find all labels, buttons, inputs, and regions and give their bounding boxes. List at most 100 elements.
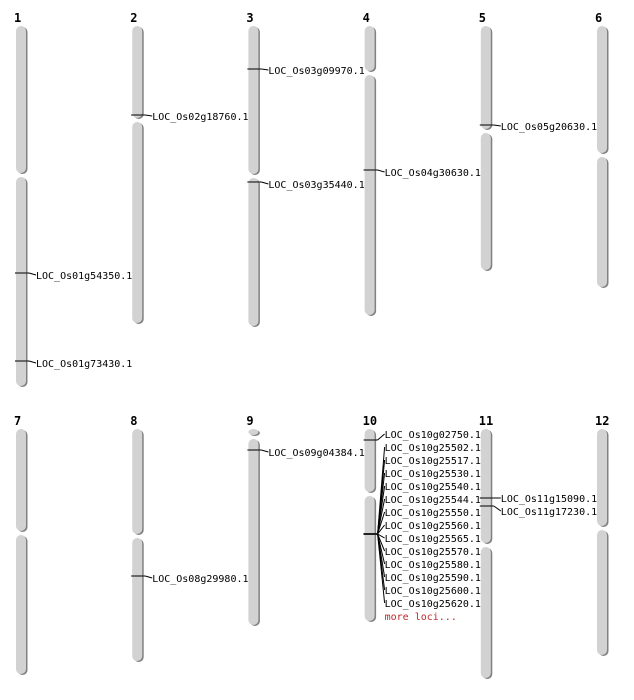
chromosome-short-arm — [364, 26, 375, 71]
locus-marker[interactable]: LOC_Os05g20630.1 — [479, 122, 597, 133]
chromosome-long-arm — [248, 439, 259, 625]
locus-label[interactable]: LOC_Os10g25590.1 — [385, 573, 481, 584]
chromosome-short-arm — [248, 26, 259, 174]
marker-connector — [377, 498, 386, 535]
locus-label[interactable]: LOC_Os10g25517.1 — [385, 456, 481, 467]
locus-marker[interactable]: LOC_Os03g35440.1 — [247, 180, 365, 191]
locus-label[interactable]: LOC_Os09g04384.1 — [268, 448, 364, 459]
locus-label[interactable]: LOC_Os04g30630.1 — [385, 168, 481, 179]
locus-marker[interactable]: LOC_Os09g04384.1 — [247, 448, 365, 459]
chromosome-long-arm — [480, 547, 491, 678]
locus-label[interactable]: LOC_Os10g25580.1 — [385, 560, 481, 571]
chromosome-8[interactable]: 8 — [130, 414, 144, 662]
locus-label[interactable]: LOC_Os10g25544.1 — [385, 495, 481, 506]
chromosome-short-arm — [480, 26, 491, 129]
chromosome-number: 7 — [14, 414, 21, 428]
marker-connector — [377, 511, 386, 535]
locus-label[interactable]: LOC_Os01g73430.1 — [36, 359, 132, 370]
marker-connector — [28, 272, 37, 276]
chromosome-long-arm — [132, 122, 143, 323]
marker-connector — [493, 505, 502, 512]
chromosome-number: 9 — [246, 414, 253, 428]
locus-label[interactable]: LOC_Os08g29980.1 — [152, 574, 248, 585]
marker-connector — [145, 114, 153, 117]
chromosome-2[interactable]: 2 — [130, 11, 144, 324]
marker-connector — [377, 524, 385, 535]
locus-label[interactable]: LOC_Os03g09970.1 — [268, 66, 364, 77]
chromosome-number: 10 — [363, 414, 377, 428]
chromosome-number: 3 — [246, 11, 253, 25]
chromosome-9[interactable]: 9 — [246, 414, 260, 626]
chromosome-number: 2 — [130, 11, 137, 25]
locus-label[interactable]: LOC_Os10g25550.1 — [385, 508, 481, 519]
chromosome-5[interactable]: 5 — [479, 11, 493, 271]
locus-label[interactable]: LOC_Os10g25560.1 — [385, 521, 481, 532]
chromosome-number: 4 — [363, 11, 370, 25]
chromosome-long-arm — [16, 535, 26, 674]
marker-connector — [261, 449, 269, 453]
chromosome-short-arm — [597, 26, 607, 153]
locus-label[interactable]: LOC_Os10g25502.1 — [385, 443, 481, 454]
chromosome-long-arm — [132, 538, 143, 661]
chromosome-short-arm — [364, 429, 375, 492]
marker-connector — [377, 533, 386, 604]
locus-marker[interactable]: LOC_Os01g73430.1 — [15, 359, 132, 370]
locus-marker[interactable]: LOC_Os10g02750.1 — [363, 430, 481, 441]
chromosome-long-arm — [597, 530, 607, 655]
locus-marker[interactable]: LOC_Os04g30630.1 — [363, 168, 481, 179]
locus-label[interactable]: LOC_Os10g25600.1 — [385, 586, 481, 597]
locus-label[interactable]: LOC_Os02g18760.1 — [152, 112, 248, 123]
chromosome-4[interactable]: 4 — [363, 11, 377, 316]
chromosome-long-arm — [16, 177, 26, 386]
locus-marker[interactable]: LOC_Os03g09970.1 — [247, 66, 365, 77]
chromosome-number: 5 — [479, 11, 486, 25]
locus-marker[interactable]: LOC_Os11g17230.1 — [479, 505, 597, 518]
chromosome-short-arm — [597, 429, 607, 526]
locus-marker[interactable]: LOC_Os11g15090.1 — [479, 494, 597, 505]
locus-label[interactable]: LOC_Os11g15090.1 — [501, 494, 597, 505]
locus-marker[interactable]: LOC_Os02g18760.1 — [131, 112, 249, 123]
chromosome-long-arm — [248, 178, 259, 326]
chromosome-7[interactable]: 7 — [14, 414, 28, 675]
chromosome-11[interactable]: 11 — [479, 414, 493, 679]
chromosome-number: 12 — [595, 414, 609, 428]
locus-marker[interactable]: LOC_Os10g25620.1 — [363, 533, 481, 610]
locus-label[interactable]: LOC_Os05g20630.1 — [501, 122, 597, 133]
chromosome-long-arm — [364, 75, 375, 315]
locus-label[interactable]: LOC_Os10g25540.1 — [385, 482, 481, 493]
locus-label[interactable]: LOC_Os10g02750.1 — [385, 430, 481, 441]
chromosome-long-arm — [364, 496, 375, 621]
chromosome-short-arm — [132, 26, 143, 118]
marker-connector — [261, 68, 269, 71]
chromosome-3[interactable]: 3 — [246, 11, 260, 327]
marker-connector — [145, 575, 153, 579]
chromosome-short-arm — [132, 429, 143, 534]
locus-marker[interactable]: LOC_Os08g29980.1 — [131, 574, 249, 585]
locus-label[interactable]: LOC_Os03g35440.1 — [268, 180, 364, 191]
chromosome-1[interactable]: 1 — [14, 11, 28, 387]
chromosome-number: 8 — [130, 414, 137, 428]
marker-connector — [377, 533, 385, 539]
marker-connector — [377, 433, 385, 441]
locus-label[interactable]: LOC_Os11g17230.1 — [501, 507, 597, 518]
chromosome-6[interactable]: 6 — [595, 11, 609, 288]
locus-label[interactable]: LOC_Os10g25565.1 — [385, 534, 481, 545]
chromosome-short-arm — [16, 26, 26, 173]
locus-marker[interactable]: LOC_Os01g54350.1 — [15, 271, 132, 282]
locus-label[interactable]: LOC_Os10g25620.1 — [385, 599, 481, 610]
more-loci-link[interactable]: more loci... — [385, 612, 457, 623]
marker-connector — [28, 360, 37, 364]
chromosome-number: 11 — [479, 414, 493, 428]
locus-label[interactable]: LOC_Os10g25570.1 — [385, 547, 481, 558]
chromosome-long-arm — [597, 157, 607, 287]
chromosome-12[interactable]: 12 — [595, 414, 609, 656]
marker-connector — [377, 169, 385, 173]
locus-label[interactable]: LOC_Os10g25530.1 — [385, 469, 481, 480]
chromosome-short-arm — [480, 429, 491, 543]
chromosome-10[interactable]: 10 — [363, 414, 377, 622]
marker-connector — [493, 124, 501, 127]
chromosome-short-arm — [16, 429, 26, 531]
locus-label[interactable]: LOC_Os01g54350.1 — [36, 271, 132, 282]
chromosome-number: 6 — [595, 11, 602, 25]
